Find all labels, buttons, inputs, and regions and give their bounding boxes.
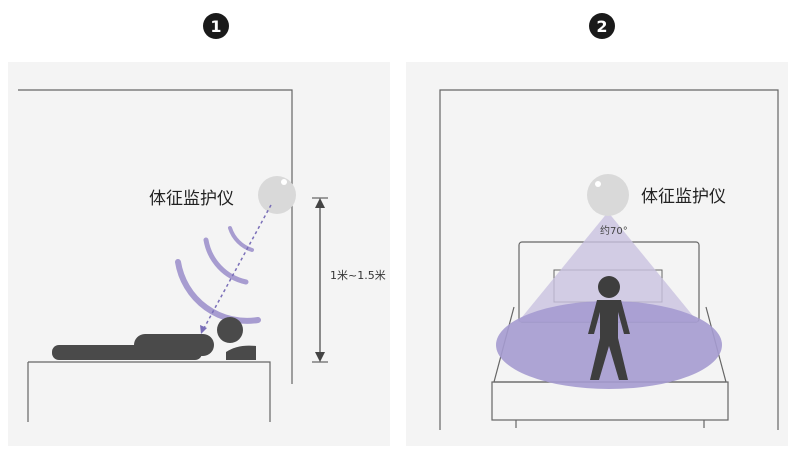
height-arrow-bottom (315, 352, 325, 362)
step-1-badge: 1 (203, 13, 229, 39)
monitor-label: 体征监护仪 (641, 187, 726, 207)
wave-arc-inner (228, 226, 254, 252)
monitor-lens-icon (595, 181, 601, 187)
room-outline (439, 89, 779, 430)
lying-person-head (217, 317, 243, 343)
pillow (226, 345, 256, 360)
wall-mount-illustration (18, 89, 328, 422)
standing-person-body (588, 300, 630, 380)
direction-arrow-head (200, 325, 207, 334)
wave-arc-middle (203, 237, 249, 285)
bed-outline (28, 361, 271, 422)
ceiling-mount-illustration (439, 89, 779, 430)
panel-wall-mount: 体征监护仪 1米~1.5米 (8, 62, 390, 446)
wave-arc-outer (175, 259, 261, 324)
step-2-badge: 2 (589, 13, 615, 39)
beam-angle-label: 约70° (600, 226, 628, 237)
monitor-device-icon (587, 174, 629, 216)
sensing-beam (518, 212, 698, 322)
height-arrow-top (315, 198, 325, 208)
monitor-label: 体征监护仪 (149, 189, 234, 209)
mount-height-label: 1米~1.5米 (330, 269, 386, 282)
panel-ceiling-mount: 体征监护仪 约70° (406, 62, 788, 446)
standing-person-head (598, 276, 620, 298)
direction-arrow-line (202, 204, 272, 331)
monitor-device-icon (258, 176, 296, 214)
lying-person-torso (134, 334, 214, 356)
room-wall-outline (18, 89, 293, 384)
monitor-lens-icon (281, 179, 287, 185)
